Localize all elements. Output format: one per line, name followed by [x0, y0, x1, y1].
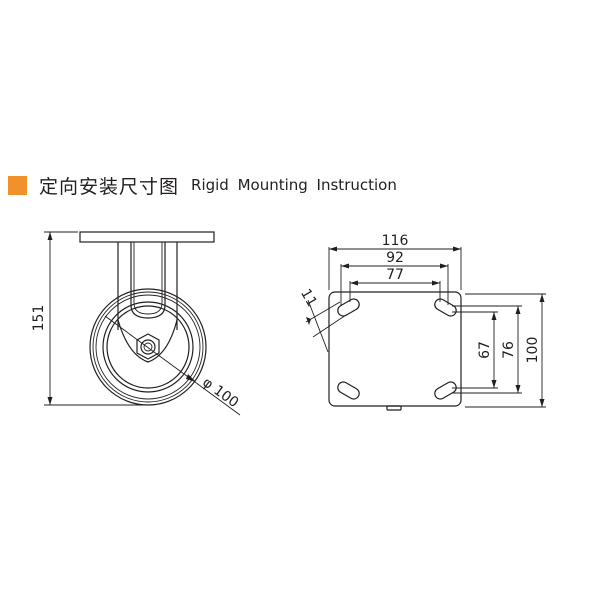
dim-wheel-diameter: φ 100 [199, 374, 241, 411]
caster-side-view [44, 231, 241, 416]
orange-square-marker [8, 175, 27, 195]
dim-height-100: 100 [525, 337, 541, 364]
dim-hole-span-92: 92 [386, 250, 404, 266]
mounting-plate-view [305, 246, 546, 411]
section-header: 定向安装尺寸图 Rigid Mounting Instruction [8, 171, 397, 199]
dim-slot-width-11: 11 [297, 286, 320, 309]
dim-height-151: 151 [31, 305, 47, 332]
title-english: Rigid Mounting Instruction [191, 176, 397, 194]
title-chinese: 定向安装尺寸图 [39, 175, 180, 198]
dim-width-116: 116 [382, 233, 409, 249]
dim-height-67: 67 [477, 341, 493, 359]
dim-hole-span-77: 77 [386, 267, 404, 283]
dim-height-76: 76 [501, 341, 517, 359]
